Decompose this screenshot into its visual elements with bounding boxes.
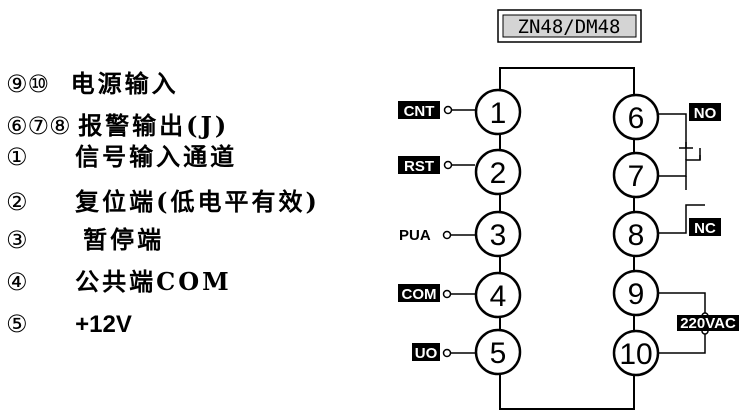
- left-terminals: CNT 1 RST 2 PUA 3 COM: [398, 88, 522, 376]
- terminal-1: CNT 1: [398, 88, 522, 136]
- pin-number: 6: [628, 102, 645, 135]
- legend-number: ⑥⑦⑧: [6, 112, 71, 140]
- pin-number: 9: [628, 278, 645, 311]
- terminal-8: 8: [612, 210, 660, 258]
- pin-number: 10: [619, 338, 652, 371]
- model-label-box: ZN48/DM48: [497, 9, 642, 43]
- terminal-dot: [442, 230, 452, 240]
- terminal-dot: [442, 348, 452, 358]
- pin-circle: [612, 151, 660, 199]
- signal-label-box: [398, 156, 440, 174]
- pin-number: 5: [490, 337, 507, 370]
- pin-number: 2: [490, 157, 507, 190]
- legend-row-signal: ① 信号输入通道: [6, 142, 238, 172]
- signal-label-com: COM: [402, 286, 437, 303]
- pin-circle: [474, 328, 522, 376]
- signal-label-box: [412, 343, 440, 361]
- power-wire-top: [658, 292, 706, 313]
- pin-circle: [612, 93, 660, 141]
- device-body: [499, 67, 635, 410]
- nc-label-box: [689, 218, 721, 236]
- pin-number: 4: [490, 280, 507, 313]
- signal-label-box: [398, 101, 440, 119]
- signal-label-pua: PUA: [399, 227, 431, 244]
- pin-circle: [474, 210, 522, 258]
- terminal-7: 7: [612, 151, 660, 199]
- terminal-5: UO 5: [412, 328, 522, 376]
- legend-number: ②: [6, 188, 28, 216]
- legend-row-pause: ③ 暂停端: [6, 225, 165, 255]
- legend-description: 报警输出(J): [78, 111, 230, 140]
- legend-row-alarm: ⑥⑦⑧ 报警输出(J): [6, 111, 230, 141]
- pin-number: 3: [490, 219, 507, 252]
- legend-description: +12V: [75, 311, 132, 338]
- legend-number: ⑤: [6, 310, 28, 338]
- terminal-dot: [443, 105, 453, 115]
- legend-row-supply: ⑤ +12V: [6, 310, 132, 339]
- pin-circle: [612, 210, 660, 258]
- terminal-9: 9: [612, 269, 660, 317]
- legend-number: ③: [6, 226, 28, 254]
- nc-label: NC: [694, 220, 716, 237]
- legend-row-reset: ② 复位端(低电平有效): [6, 187, 320, 217]
- no-label-box: [689, 103, 721, 121]
- terminal-dot: [442, 289, 452, 299]
- terminal-6: 6: [612, 93, 660, 141]
- signal-label-cnt: CNT: [404, 103, 435, 120]
- pin-circle: [474, 271, 522, 319]
- no-label: NO: [694, 105, 717, 122]
- terminal-4: COM 4: [398, 271, 522, 319]
- pin-circle: [474, 148, 522, 196]
- terminal-dot: [443, 160, 453, 170]
- model-label: ZN48/DM48: [518, 16, 621, 38]
- nc-contact-line: [658, 204, 705, 234]
- legend-description: 暂停端: [83, 225, 165, 254]
- signal-label-rst: RST: [404, 158, 434, 175]
- legend-number: ⑨⑩: [6, 70, 50, 98]
- terminal-2: RST 2: [398, 148, 522, 196]
- legend-description: 电源输入: [70, 69, 179, 98]
- pin-circle: [474, 88, 522, 136]
- legend-description: 公共端COM: [75, 267, 232, 296]
- right-terminals: 6 7 8 9 10: [612, 93, 660, 377]
- legend-row-power: ⑨⑩ 电源输入: [6, 69, 179, 99]
- terminal-3: PUA 3: [399, 210, 522, 258]
- legend-description: 信号输入通道: [75, 142, 238, 171]
- pin-number: 8: [628, 219, 645, 252]
- power-label: 220VAC: [680, 315, 736, 332]
- power-label-box: [677, 315, 739, 331]
- terminal-10: 10: [612, 329, 660, 377]
- legend-description: 复位端(低电平有效): [75, 187, 320, 216]
- pin-number: 1: [490, 97, 507, 130]
- signal-label-uo: UO: [415, 345, 438, 362]
- legend-number: ④: [6, 268, 28, 296]
- legend-number: ①: [6, 143, 28, 171]
- signal-label-box: [398, 284, 440, 302]
- power-wire-bottom: [658, 334, 706, 354]
- legend-row-common: ④ 公共端COM: [6, 267, 232, 297]
- pin-number: 7: [628, 160, 645, 193]
- no-contact-line: [658, 113, 687, 160]
